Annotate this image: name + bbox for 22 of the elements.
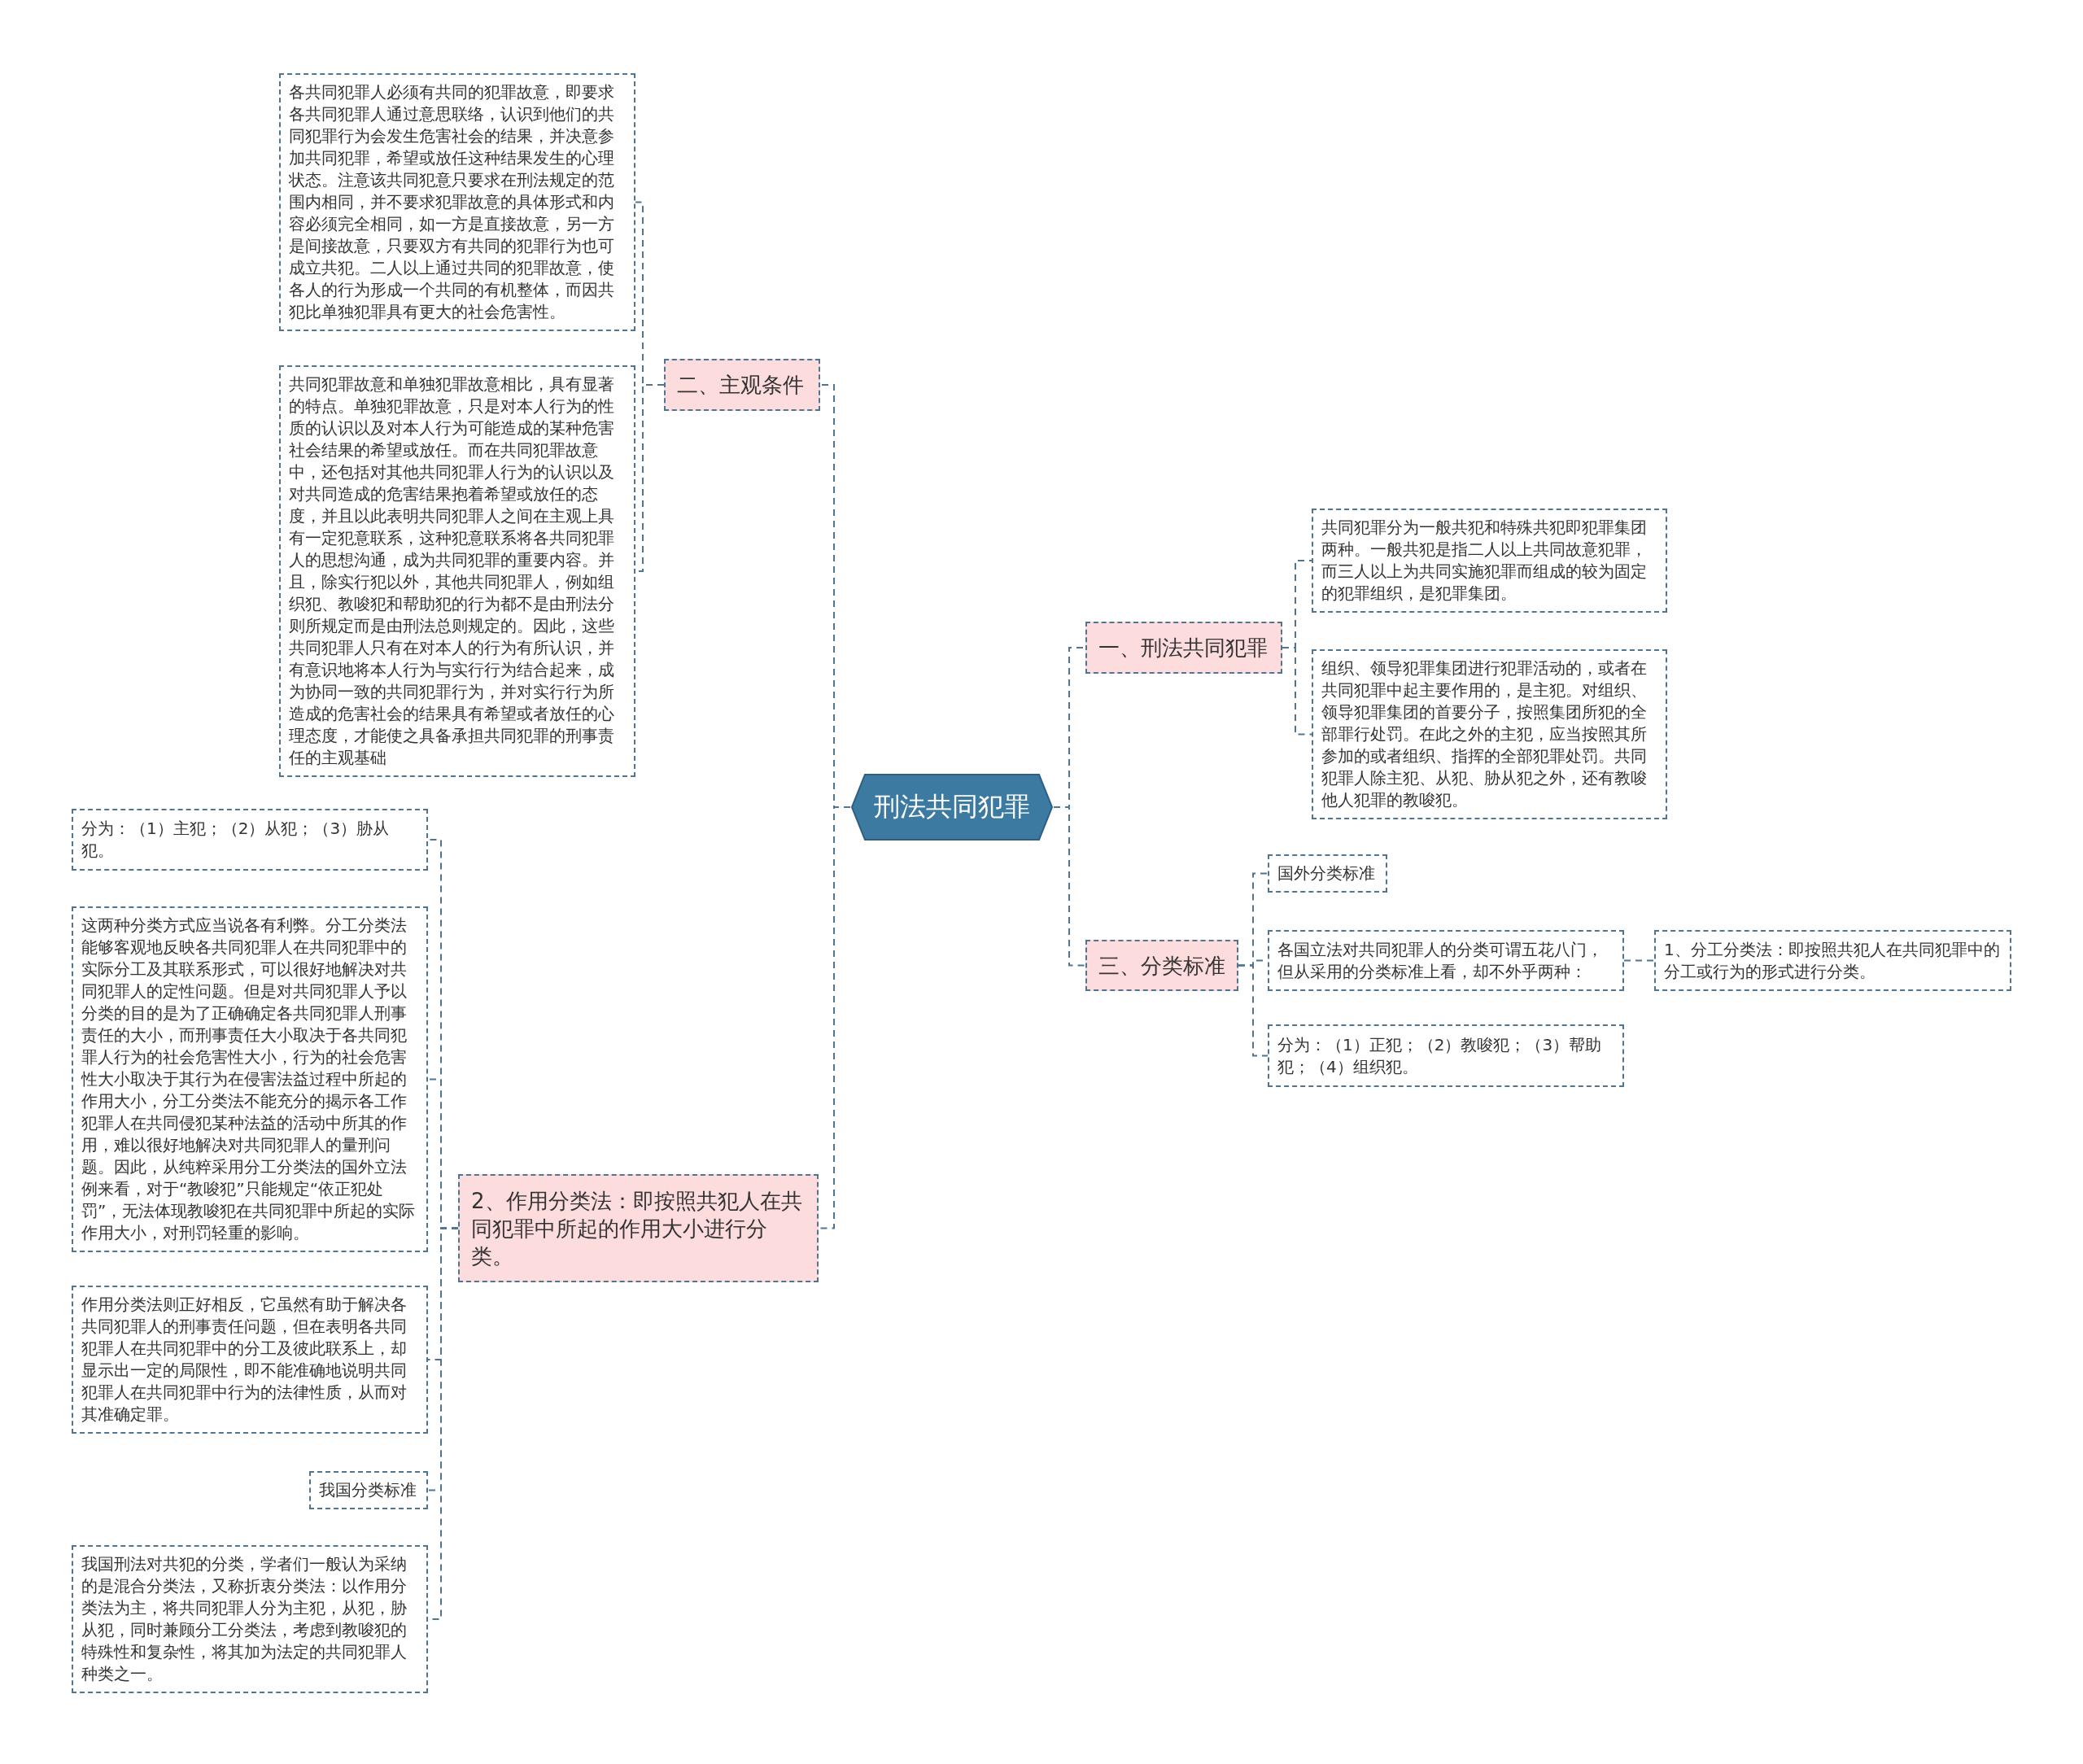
text-box: 共同犯罪分为一般共犯和特殊共犯即犯罪集团两种。一般共犯是指二人以上共同故意犯罪，而三人以上为共同实施犯罪而组成的较为固定的犯罪组织，是犯罪集团。 [1312, 509, 1667, 613]
text-box: 我国刑法对共犯的分类，学者们一般认为采纳的是混合分类法，又称折衷分类法：以作用分类法为主，将共同犯罪人分为主犯，从犯，胁从犯，同时兼顾分工分类法，考虑到教唆犯的特殊性和复杂性，将其加为法定的共同犯罪人种类之一。 [72, 1545, 428, 1693]
central-topic: 刑法共同犯罪 [850, 773, 1054, 841]
text-box: 我国分类标准 [309, 1471, 428, 1509]
text-box: 分为：（1）正犯；（2）教唆犯；（3）帮助犯；（4）组织犯。 [1268, 1024, 1624, 1087]
text-box: 各共同犯罪人必须有共同的犯罪故意，即要求各共同犯罪人通过意思联络，认识到他们的共同犯罪行为会发生危害社会的结果，并决意参加共同犯罪，希望或放任这种结果发生的心理状态。注意该共同犯意只要求在刑法规定的范围内相同，并不要求犯罪故意的具体形式和内容必须完全相同，如一方是直接故意，另一方是间接故意，只要双方有共同的犯罪行为也可成立共犯。二人以上通过共同的犯罪故意，使各人的行为形成一个共同的有机整体，而因共犯比单独犯罪具有更大的社会危害性。 [279, 73, 635, 331]
connector-line [1282, 647, 1312, 736]
text-box: 这两种分类方式应当说各有利弊。分工分类法能够客观地反映各共同犯罪人在共同犯罪中的实际分工及其联系形式，可以很好地解决对共同犯罪人的定性问题。但是对共同犯罪人予以分类的目的是为了正确确定各共同犯罪人刑事责任的大小，而刑事责任大小取决于各共同犯罪人行为的社会危害性大小，行为的社会危害性大小取决于其行为在侵害法益过程中所起的作用大小，分工分类法不能充分的揭示各工作犯罪人在共同侵犯某种法益的活动中所其的作用，难以很好地解决对共同犯罪人的量刑问题。因此，从纯粹采用分工分类法的国外立法例来看，对于“教唆犯”只能规定“依正犯处罚”，无法体现教唆犯在共同犯罪中所起的实际作用大小，对刑罚轻重的影响。 [72, 906, 428, 1252]
text-box: 组织、领导犯罪集团进行犯罪活动的，或者在共同犯罪中起主要作用的，是主犯。对组织、领导犯罪集团的首要分子，按照集团所犯的全部罪行处罚。在此之外的主犯，应当按照其所参加的或者组织、指挥的全部犯罪处罚。共同犯罪人除主犯、从犯、胁从犯之外，还有教唆他人犯罪的教唆犯。 [1312, 649, 1667, 819]
topic-box: 2、作用分类法：即按照共犯人在共同犯罪中所起的作用大小进行分类。 [458, 1174, 819, 1282]
connector-line [1623, 959, 1655, 962]
text-box: 国外分类标准 [1268, 854, 1387, 893]
topic-box: 三、分类标准 [1085, 940, 1238, 991]
text-box: 作用分类法则正好相反，它虽然有助于解决各共同犯罪人的刑事责任问题，但在表明各共同犯罪人在共同犯罪中的分工及彼此联系上，却显示出一定的局限性，即不能准确地说明共同犯罪人在共同犯罪中行为的法律性质，从而对其准确定罪。 [72, 1286, 428, 1434]
text-box: 1、分工分类法：即按照共犯人在共同犯罪中的分工或行为的形式进行分类。 [1654, 930, 2011, 991]
topic-box: 二、主观条件 [664, 359, 820, 411]
topic-box: 一、刑法共同犯罪 [1085, 622, 1282, 674]
connector-line [1053, 806, 1086, 967]
text-box: 各国立法对共同犯罪人的分类可谓五花八门，但从采用的分类标准上看，却不外乎两种： [1268, 930, 1624, 991]
connector-line [1238, 964, 1269, 1057]
text-box: 分为：（1）主犯；（2）从犯；（3）胁从犯。 [72, 809, 428, 871]
text-box: 共同犯罪故意和单独犯罪故意相比，具有显著的特点。单独犯罪故意，只是对本人行为的性质的认识以及对本人行为可能造成的某种危害社会结果的希望或放任。而在共同犯罪故意中，还包括对其他共同犯罪人行为的认识以及对共同造成的危害结果抱着希望或放任的态度，并且以此表明共同犯罪人之间在主观上具有一定犯意联系，这种犯意联系将各共同犯罪人的思想沟通，成为共同犯罪的重要内容。并且，除实行犯以外，其他共同犯罪人，例如组织犯、教唆犯和帮助犯的行为都不是由刑法分则所规定而是由刑法总则规定的。因此，这些共同犯罪人只有在对本人的行为有所认识，并有意识地将本人行为与实行行为结合起来，成为协同一致的共同犯罪行为，并对实行行为所造成的危害社会的结果具有希望或者放任的心理态度，才能使之具备承担共同犯罪的刑事责任的主观基础 [279, 365, 635, 777]
